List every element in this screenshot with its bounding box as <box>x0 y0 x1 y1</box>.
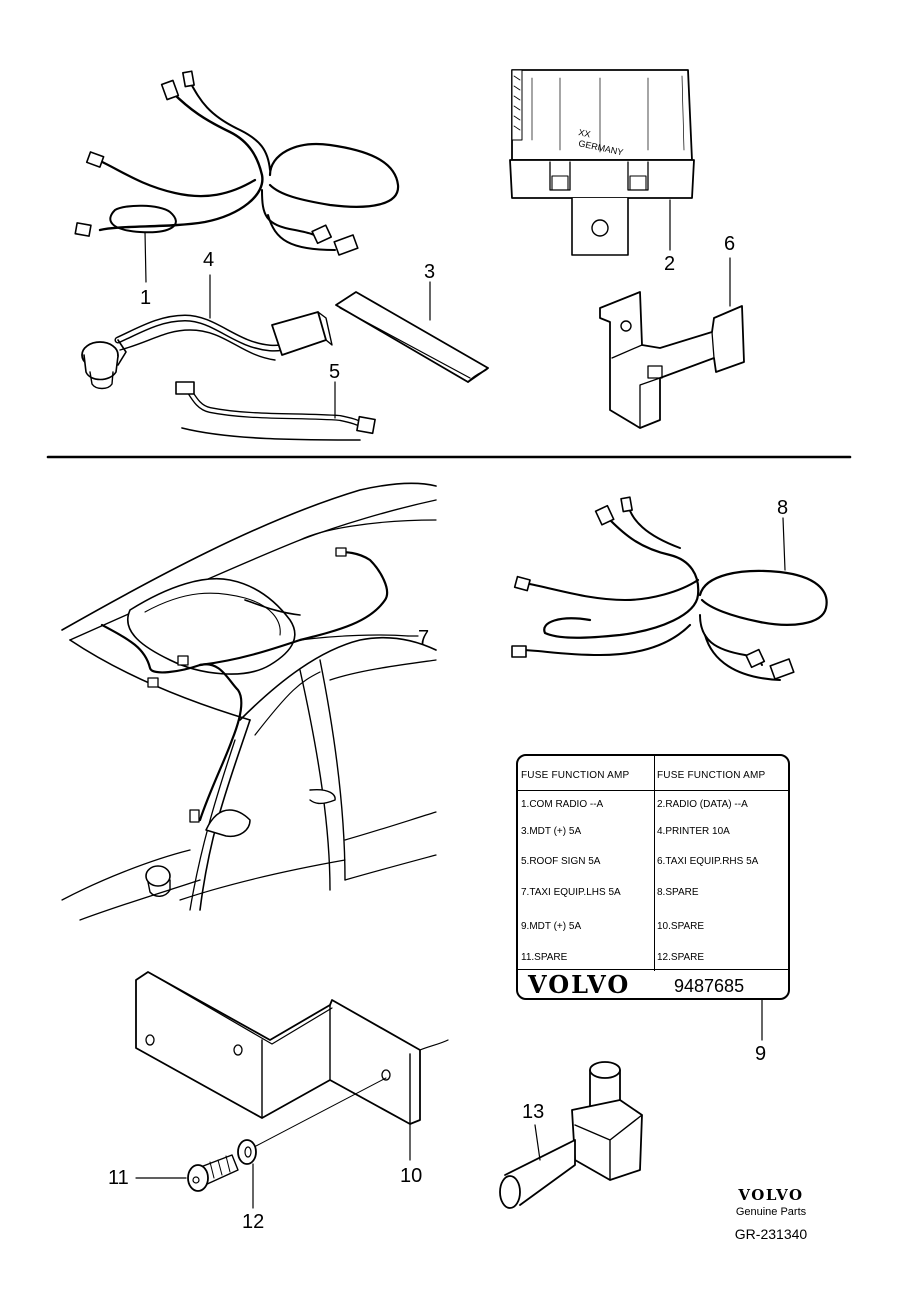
callout-12: 12 <box>242 1211 265 1233</box>
footer-volvo-logo: VOLVO <box>738 1186 804 1204</box>
trim-strip-part-3 <box>335 281 489 383</box>
fuse-row-left: 3.MDT (+) 5A <box>521 826 582 837</box>
fuse-header-right: FUSE FUNCTION AMP <box>657 770 766 781</box>
callout-9: 9 <box>755 1043 767 1065</box>
fuse-label-separator <box>518 969 788 970</box>
fuse-label-divider <box>654 756 655 971</box>
footer-subtitle: Genuine Parts <box>735 1206 807 1218</box>
callout-7: 7 <box>418 627 430 649</box>
fuse-label-separator <box>518 790 788 791</box>
callout-5: 5 <box>329 361 341 383</box>
washer-part-12 <box>237 1077 387 1209</box>
footer-diagram-code: GR-231340 <box>734 1226 808 1242</box>
wiring-harness-part-1 <box>74 70 400 283</box>
fuse-row-right: 2.RADIO (DATA) --A <box>657 799 748 810</box>
fuse-row-right: 6.TAXI EQUIP.RHS 5A <box>657 856 759 867</box>
fuse-row-left: 11.SPARE <box>521 952 568 963</box>
fuse-label-part-9: FUSE FUNCTION AMP FUSE FUNCTION AMP 1.CO… <box>516 754 790 1000</box>
callout-6: 6 <box>724 233 736 255</box>
fuse-row-left: 1.COM RADIO --A <box>521 799 604 810</box>
screw-part-11 <box>135 1154 239 1192</box>
bracket-part-6 <box>599 257 745 429</box>
mounting-plate-part-10 <box>135 971 449 1161</box>
cable-part-5 <box>175 381 376 441</box>
fuse-row-right: 8.SPARE <box>657 887 699 898</box>
fuse-row-right: 10.SPARE <box>657 921 705 932</box>
callout-2: 2 <box>664 253 676 275</box>
fuse-row-right: 12.SPARE <box>657 952 705 963</box>
footer-brand-block: VOLVO Genuine Parts GR-231340 <box>716 1186 826 1242</box>
callout-13: 13 <box>522 1101 545 1123</box>
callout-4: 4 <box>203 249 215 271</box>
callout-11: 11 <box>108 1167 129 1189</box>
fuse-row-right: 4.PRINTER 10A <box>657 826 730 837</box>
fuse-row-left: 7.TAXI EQUIP.LHS 5A <box>521 887 621 898</box>
fuse-header-left: FUSE FUNCTION AMP <box>521 770 630 781</box>
car-illustration <box>61 482 437 921</box>
cable-assembly-part-4 <box>81 274 333 390</box>
relay-text-1: XX <box>578 127 592 139</box>
fuse-label-volvo-logo: VOLVO <box>528 970 631 999</box>
callout-8: 8 <box>777 497 789 519</box>
callout-10: 10 <box>400 1165 423 1187</box>
fuse-label-part-number: 9487685 <box>674 976 745 996</box>
fuse-row-left: 9.MDT (+) 5A <box>521 921 582 932</box>
callout-3: 3 <box>424 261 436 283</box>
relay-box-part-2: XX GERMANY <box>509 69 695 256</box>
wiring-harness-part-8 <box>511 496 828 681</box>
callout-1: 1 <box>140 287 152 309</box>
connector-part-13 <box>499 1061 643 1209</box>
fuse-row-left: 5.ROOF SIGN 5A <box>521 856 601 867</box>
